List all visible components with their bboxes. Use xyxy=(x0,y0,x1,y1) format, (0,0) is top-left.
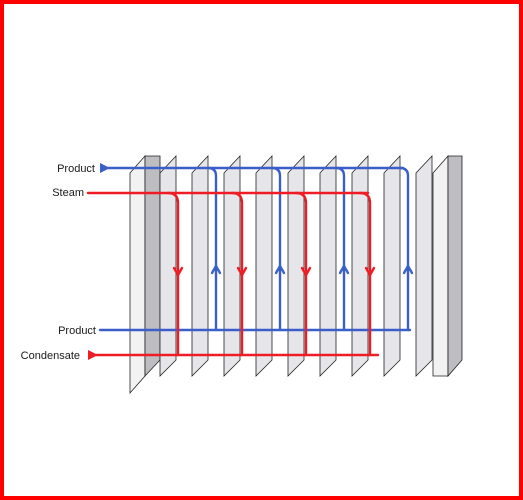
plate-4 xyxy=(255,154,273,377)
plate-3 xyxy=(223,154,241,377)
label-steam-inlet: Steam xyxy=(52,187,84,199)
plate-5 xyxy=(287,154,305,377)
plate-stack xyxy=(129,154,463,395)
plate-9 xyxy=(415,154,433,377)
plate-8 xyxy=(383,154,401,377)
plate-6 xyxy=(319,154,337,377)
plate-1 xyxy=(159,154,177,377)
plate-2 xyxy=(191,154,209,377)
label-condensate-outlet: Condensate xyxy=(21,350,80,362)
steam-flow xyxy=(86,191,380,360)
product-flow xyxy=(98,163,414,332)
label-product-outlet: Product xyxy=(57,163,95,175)
back-end-plate xyxy=(432,154,463,378)
plate-7 xyxy=(351,154,369,377)
front-end-plate xyxy=(129,154,161,395)
label-product-inlet: Product xyxy=(58,325,96,337)
